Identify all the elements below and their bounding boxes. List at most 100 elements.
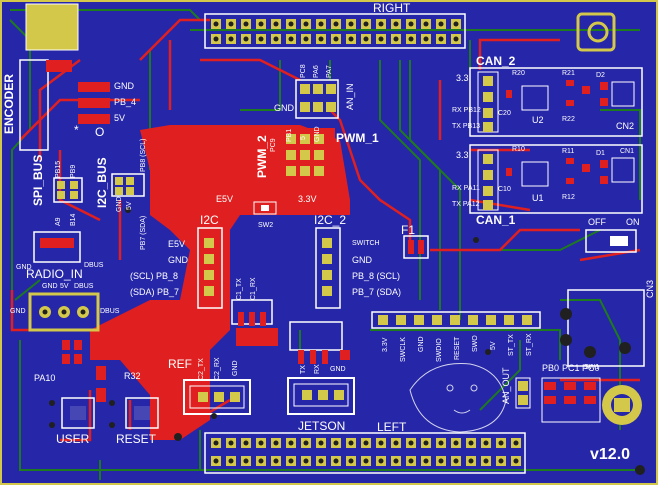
swd-pin-5v: 5V [490,341,497,350]
fuse-f1 [403,235,429,259]
pwm2-label: PWM_2 [255,135,269,178]
pwm1-pin-5: 5 [300,136,307,140]
can2-pin-rx: RX PB12 [452,107,481,114]
i2c-right-line-gnd: GND [352,255,372,265]
can1-pin-33: 3.3 [456,150,469,160]
sw1-label: SW1 [584,364,600,371]
pc-pin-pc1: PC1 [562,363,580,373]
user-button-body [61,397,95,429]
an-in-gnd: GND [274,103,294,113]
can1-r10: R10 [512,146,525,153]
v33v-label: 3.3V [298,194,317,204]
pwm-pads [286,134,324,176]
swd-pin-swdio: SWDIO [436,338,443,362]
r32-label: R32 [124,371,141,381]
can1-pin-rx: RX PA11 [452,185,480,192]
pwm1-label: PWM_1 [336,131,379,145]
can1-r11: R11 [562,148,575,155]
i2c-left-line-gnd: GND [168,255,188,265]
can2-pin-33: 3.3 [456,73,469,83]
encoder-logo-box [25,3,79,51]
swd-pin-gnd: GND [418,336,425,352]
jetson-rx-label: RX [314,364,321,374]
c2-tx-label: C2_TX [198,358,205,380]
power-switch [585,229,637,253]
reset-button[interactable]: RESET [116,432,157,446]
can1-c10: C10 [498,186,511,193]
can1-d1: D1 [596,150,605,157]
ref-connector [183,379,251,415]
spi-bus-header [53,177,83,203]
i2c-left-line-sda: (SDA) PB_7 [130,287,180,297]
header-left [204,432,526,474]
can2-cn2: CN2 [616,121,635,131]
swd-pin-sttx: ST_TX [508,334,515,356]
i2c-bus-5v: 5V [126,201,133,210]
header-left-label: LEFT [377,420,407,434]
radio-in-box [33,231,81,263]
pwm1-pin-pb1: PB1 [286,128,293,142]
an-out-label: AN_OUT [501,367,511,404]
board-version: v12.0 [590,446,631,463]
can2-d2: D2 [596,72,605,79]
jetson-tx-label: TX [300,365,307,374]
i2c-bus-pin-sda: PB7 (SDA) [140,215,147,250]
encoder-zero: O [95,125,105,139]
swd-pin-33v: 3.3V [382,337,389,352]
pc-pin-pb0: PB0 [542,363,560,373]
switch-off-label: OFF [588,217,606,227]
swd-header [371,311,541,329]
spi-bus-label: SPI_BUS [31,154,45,206]
reset-button-body [125,397,159,429]
i2c-left-line-e5v: E5V [168,239,186,249]
encoder-pin-5v: 5V [114,113,126,123]
team-logo-top [576,12,616,52]
e5v-label: E5V [216,194,234,204]
ref-gnd-label: GND [232,360,239,376]
i2c-right-line-scl: PB_8 (SCL) [352,271,401,281]
dbus-gnd: GND [42,283,58,290]
pwm1-pin-gnd: GND [314,126,321,142]
swd-pin-swclk: SWCLK [400,337,407,362]
encoder-pin-pb4: PB_4 [114,97,137,107]
dbus-dbus: DBUS [74,283,94,290]
sw2-label: SW2 [258,222,274,229]
radio-gnd: GND [16,264,32,271]
c1-rx-label: C1_RX [250,277,257,300]
can2-module [469,67,643,137]
user-button[interactable]: USER [56,432,90,446]
can2-r21: R21 [562,70,575,77]
can1-module [469,144,643,214]
swd-pin-strx: ST_RX [526,333,533,356]
can1-pin-tx: TX PA12 [452,201,480,208]
can2-c20: C20 [498,110,511,117]
c2-rx-label: C2_RX [214,357,221,380]
dbus-side-gnd: GND [10,308,26,315]
an-out-header [515,377,531,409]
cn3-connector [567,289,645,367]
pa10-label: PA10 [34,373,56,383]
spi-pin-b14: B14 [70,213,77,226]
encoder-label: ENCODER [2,73,16,134]
jetson-connector [287,377,355,415]
pc-pin-pc0: PC0 [582,363,600,373]
can1-u1: U1 [532,193,544,203]
i2c-bus-header [111,173,145,197]
can2-r20: R20 [512,70,525,77]
dbus-5v: 5V [60,283,69,290]
switch-on-label: ON [626,217,640,227]
radio-dbus: DBUS [84,262,104,269]
can2-u2: U2 [532,115,544,125]
an-in-pin-pa6: PA6 [313,65,320,78]
an-in-pin-pa7: PA7 [326,65,333,78]
dbus-connector [28,292,100,332]
can1-label: CAN_1 [476,213,516,227]
radio-in-label: RADIO_IN [26,267,83,281]
header-right [204,13,466,49]
spi-pin-pb9: PB9 [70,164,77,178]
copper-pour [90,125,350,440]
spi-pin-a9: A9 [55,217,62,226]
spi-pin-pb15: PB15 [55,160,62,178]
